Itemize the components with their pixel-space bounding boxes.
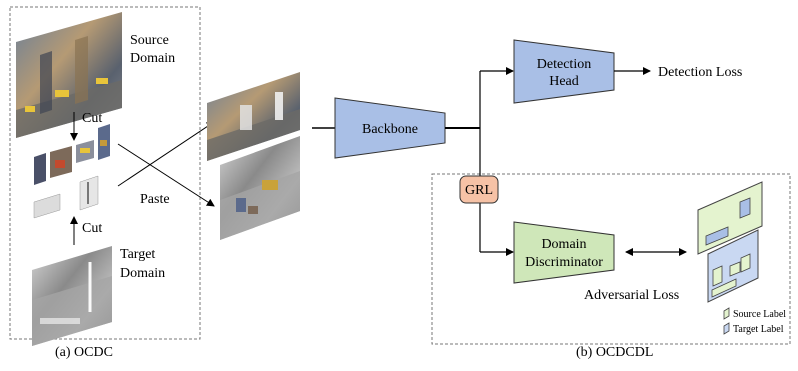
legend: Source Label Target Label xyxy=(723,307,786,335)
cut-label-top: Cut xyxy=(82,111,102,126)
legend-source-swatch xyxy=(723,307,730,320)
detection-head-label-2: Head xyxy=(549,74,579,89)
detection-head-block xyxy=(513,39,615,104)
grl-label: GRL xyxy=(465,183,493,198)
backbone-label: Backbone xyxy=(362,122,418,137)
domain-disc-label-1: Domain xyxy=(541,237,586,252)
legend-target-label: Target Label xyxy=(733,324,784,335)
source-domain-label-2: Domain xyxy=(130,51,175,66)
legend-source-label: Source Label xyxy=(733,309,786,320)
mixed-target-image xyxy=(220,136,300,240)
grl-block xyxy=(459,175,499,204)
source-domain-label-1: Source xyxy=(130,33,169,48)
paste-arrow-to-source xyxy=(117,121,215,187)
domain-disc-label-2: Discriminator xyxy=(525,255,603,270)
detection-head-label-1: Detection xyxy=(537,57,591,72)
detection-loss-label: Detection Loss xyxy=(658,65,742,80)
domain-discriminator-block xyxy=(513,221,615,284)
source-domain-image xyxy=(16,12,122,138)
paste-label: Paste xyxy=(140,192,170,207)
adversarial-loss-label: Adversarial Loss xyxy=(584,288,679,303)
backbone-block xyxy=(334,97,446,159)
source-object-patches xyxy=(34,124,110,185)
target-label-map xyxy=(707,229,759,303)
caption-a: (a) OCDC xyxy=(55,345,113,360)
paste-arrow-to-target xyxy=(117,143,215,207)
source-label-map xyxy=(697,181,763,255)
target-domain-image xyxy=(32,246,112,346)
panel-a-frame xyxy=(9,6,201,340)
cut-label-bottom: Cut xyxy=(82,221,102,236)
legend-target-swatch xyxy=(723,322,730,335)
caption-b: (b) OCDCDL xyxy=(576,345,653,360)
target-domain-label-2: Domain xyxy=(120,266,165,281)
target-object-patches xyxy=(33,175,99,219)
mixed-source-image xyxy=(207,72,300,161)
target-domain-label-1: Target xyxy=(120,247,155,262)
panel-b-frame xyxy=(431,173,791,345)
